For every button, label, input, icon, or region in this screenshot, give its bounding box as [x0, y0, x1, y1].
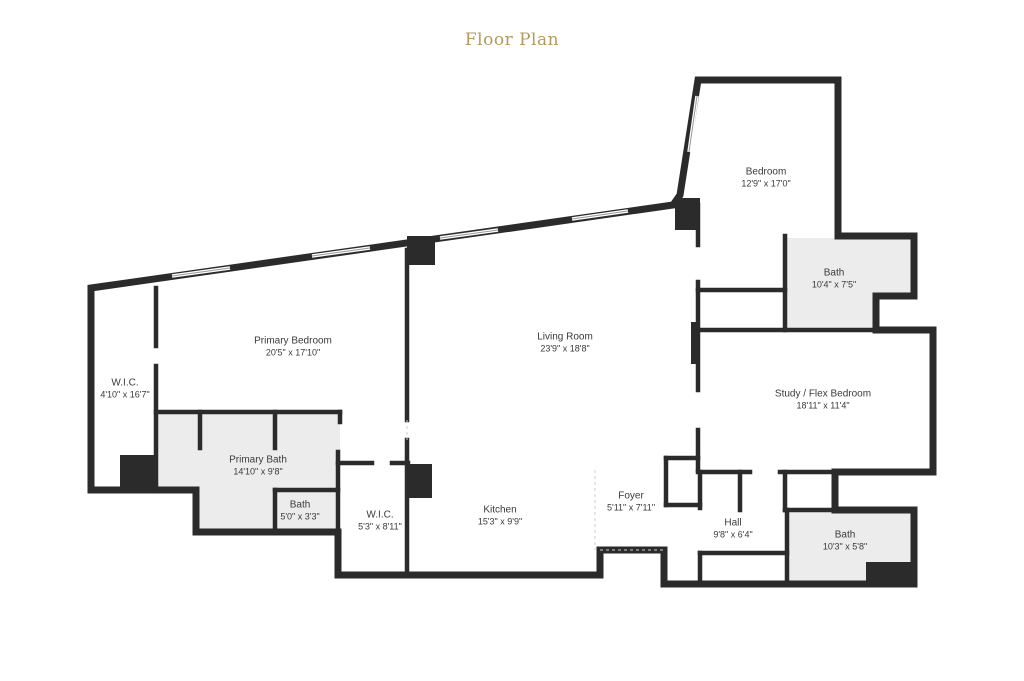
column: [407, 236, 435, 265]
bath-top-right-floor: [785, 238, 915, 330]
primary-bath-floor: [158, 414, 340, 532]
room-label-wic-center: W.I.C.5'3" x 8'11": [358, 509, 402, 532]
plan-title: Floor Plan: [464, 30, 560, 50]
column: [866, 562, 914, 584]
room-label-wic-left: W.I.C.4'10" x 16'7": [100, 377, 150, 400]
column: [691, 322, 700, 364]
column: [120, 455, 156, 490]
column: [407, 464, 432, 498]
column: [675, 198, 700, 230]
